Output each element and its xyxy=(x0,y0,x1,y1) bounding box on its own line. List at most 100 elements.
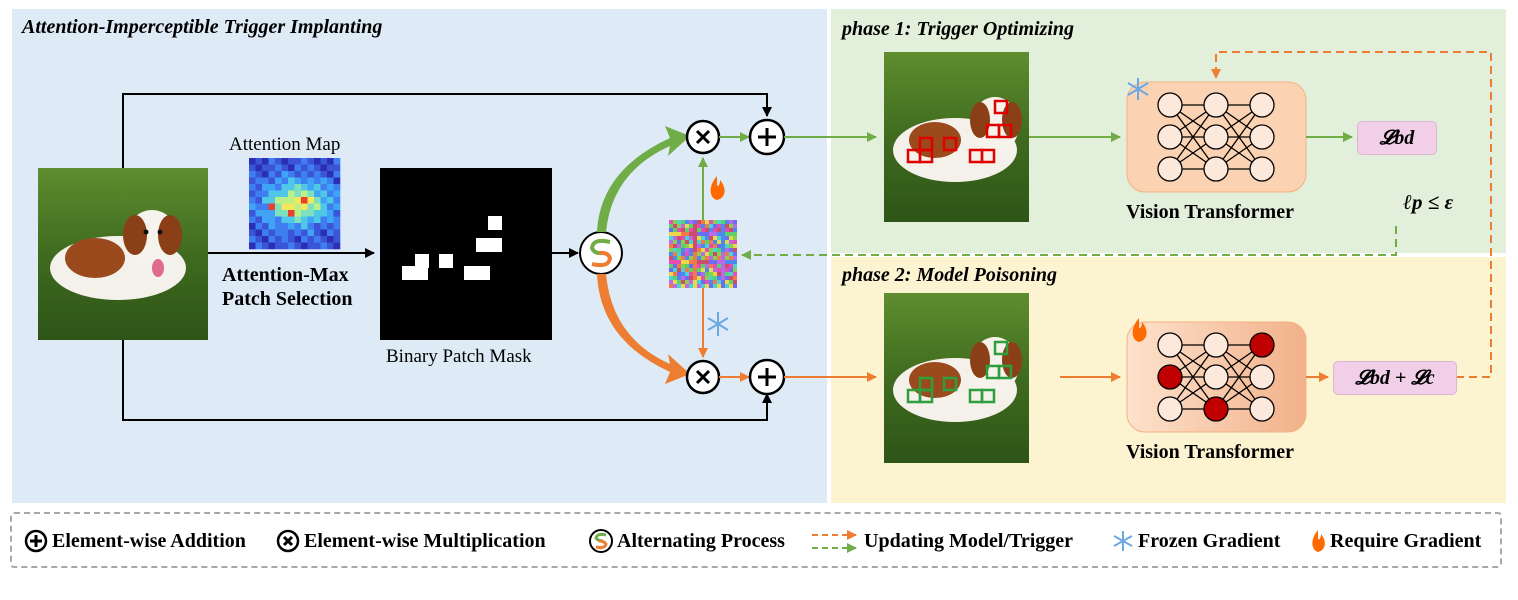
heatmap-cell xyxy=(333,177,341,185)
noise-cell xyxy=(697,220,701,224)
heatmap-cell xyxy=(320,171,328,178)
noise-cell xyxy=(729,240,733,244)
noise-cell xyxy=(725,244,729,248)
heatmap-cell xyxy=(314,242,321,250)
noise-cell xyxy=(725,260,729,264)
noise-cell xyxy=(733,280,737,284)
noise-cell xyxy=(693,280,697,284)
heatmap-cell xyxy=(255,216,263,224)
noise-cell xyxy=(713,236,717,240)
heatmap-cell xyxy=(320,236,328,243)
noise-cell xyxy=(709,276,713,280)
noise-cell xyxy=(697,232,701,236)
noise-cell xyxy=(689,232,693,236)
noise-cell xyxy=(697,228,701,232)
heatmap-cell xyxy=(249,197,256,204)
noise-cell xyxy=(717,220,721,224)
noise-cell xyxy=(669,220,673,224)
noise-cell xyxy=(705,228,709,232)
noise-cell xyxy=(673,224,677,228)
noise-cell xyxy=(725,220,729,224)
heatmap-cell xyxy=(314,158,321,165)
noise-cell xyxy=(697,244,701,248)
heatmap-cell xyxy=(307,223,315,230)
noise-cell xyxy=(701,220,705,224)
noise-cell xyxy=(697,240,701,244)
patch-selection-line1: Attention-Max xyxy=(222,264,349,286)
noise-cell xyxy=(717,236,721,240)
noise-cell xyxy=(673,236,677,240)
noise-cell xyxy=(673,232,677,236)
heatmap-cell xyxy=(333,223,341,230)
heatmap-cell xyxy=(301,177,308,185)
heatmap-cell xyxy=(268,210,276,217)
heatmap-cell xyxy=(327,177,334,185)
noise-cell xyxy=(725,236,729,240)
network-neuron xyxy=(1157,156,1183,182)
heatmap-cell xyxy=(262,203,269,211)
noise-cell xyxy=(725,252,729,256)
noise-cell xyxy=(701,284,705,288)
noise-cell xyxy=(677,260,681,264)
noise-cell xyxy=(681,228,685,232)
heatmap-cell xyxy=(255,177,263,185)
legend-snowflake-icon xyxy=(1113,531,1133,551)
network-edge xyxy=(1169,104,1217,170)
network-neuron xyxy=(1203,92,1229,118)
network-edge xyxy=(1169,344,1217,410)
noise-cell xyxy=(729,264,733,268)
noise-cell xyxy=(713,224,717,228)
noise-cell xyxy=(669,276,673,280)
heatmap-cell xyxy=(314,236,321,243)
noise-cell xyxy=(673,252,677,256)
noise-cell xyxy=(709,260,713,264)
noise-cell xyxy=(717,240,721,244)
noise-cell xyxy=(705,256,709,260)
heatmap-cell xyxy=(262,216,269,224)
heatmap-cell xyxy=(255,164,263,172)
heatmap-cell xyxy=(307,229,315,237)
noise-cell xyxy=(677,224,681,228)
vit-label-phase1: Vision Transformer xyxy=(1126,201,1294,223)
heatmap-cell xyxy=(262,223,269,230)
noise-cell xyxy=(705,276,709,280)
heatmap-cell xyxy=(301,242,308,250)
heatmap-cell xyxy=(249,223,256,230)
noise-cell xyxy=(733,268,737,272)
noise-cell xyxy=(705,260,709,264)
attention-map-heatmap xyxy=(249,158,341,250)
noise-cell xyxy=(681,272,685,276)
noise-cell xyxy=(697,256,701,260)
heatmap-cell xyxy=(333,210,341,217)
heatmap-cell xyxy=(320,158,328,165)
noise-cell xyxy=(721,244,725,248)
noise-cell xyxy=(729,248,733,252)
noise-cell xyxy=(673,260,677,264)
legend-alternating-icon xyxy=(589,529,613,553)
noise-cell xyxy=(689,248,693,252)
noise-cell xyxy=(717,248,721,252)
heatmap-cell xyxy=(294,236,302,243)
noise-cell xyxy=(669,260,673,264)
noise-cell xyxy=(673,284,677,288)
heatmap-cell xyxy=(281,164,289,172)
noise-cell xyxy=(721,228,725,232)
multiply-node-bottom xyxy=(685,359,721,395)
heatmap-cell xyxy=(281,236,289,243)
noise-cell xyxy=(709,284,713,288)
noise-cell xyxy=(677,228,681,232)
network-neuron xyxy=(1249,92,1275,118)
noise-cell xyxy=(677,220,681,224)
heatmap-cell xyxy=(268,184,276,191)
heatmap-cell xyxy=(288,171,295,178)
heatmap-cell xyxy=(314,223,321,230)
heatmap-cell xyxy=(307,242,315,250)
noise-cell xyxy=(729,272,733,276)
heatmap-cell xyxy=(275,164,282,172)
heatmap-cell xyxy=(281,171,289,178)
noise-cell xyxy=(701,236,705,240)
noise-cell xyxy=(685,280,689,284)
heatmap-cell xyxy=(255,229,263,237)
noise-cell xyxy=(701,252,705,256)
heatmap-cell xyxy=(255,242,263,250)
